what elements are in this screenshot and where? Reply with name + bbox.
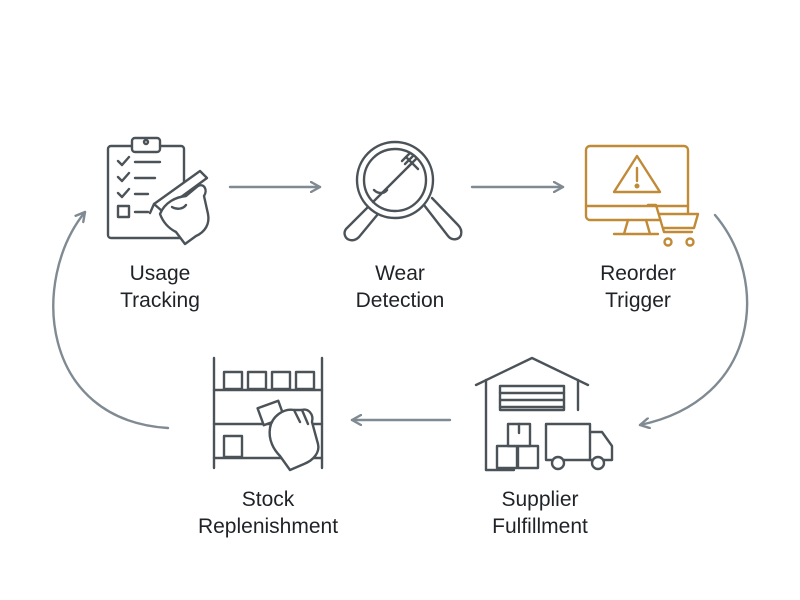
clipboard-checklist-icon [106, 136, 210, 246]
label-line-1: Supplier [501, 488, 579, 511]
label-line-1: Wear [375, 262, 425, 285]
magnifier-wrench-icon [343, 140, 463, 242]
label-line-2: Tracking [120, 289, 200, 312]
label-line-2: Replenishment [197, 515, 339, 538]
label-line-1: Stock [241, 488, 295, 511]
step-label-usage-tracking: Usage Tracking [60, 260, 260, 314]
shelf-hand-icon [212, 356, 324, 472]
step-label-reorder-trigger: Reorder Trigger [538, 260, 738, 314]
arrow-stock-to-usage [52, 210, 170, 430]
label-line-2: Fulfillment [492, 515, 588, 538]
monitor-alert-cart-icon [584, 144, 700, 247]
label-line-1: Reorder [600, 262, 676, 285]
step-label-supplier-fulfillment: Supplier Fulfillment [440, 486, 640, 540]
arrow-reorder-to-supplier [638, 213, 749, 425]
label-line-1: Usage [129, 262, 191, 285]
connector-arrows [52, 187, 749, 430]
step-label-wear-detection: Wear Detection [300, 260, 500, 314]
warehouse-truck-icon [474, 356, 614, 472]
step-label-stock-replenishment: Stock Replenishment [168, 486, 368, 540]
label-line-2: Detection [355, 289, 445, 312]
label-line-2: Trigger [605, 289, 671, 312]
